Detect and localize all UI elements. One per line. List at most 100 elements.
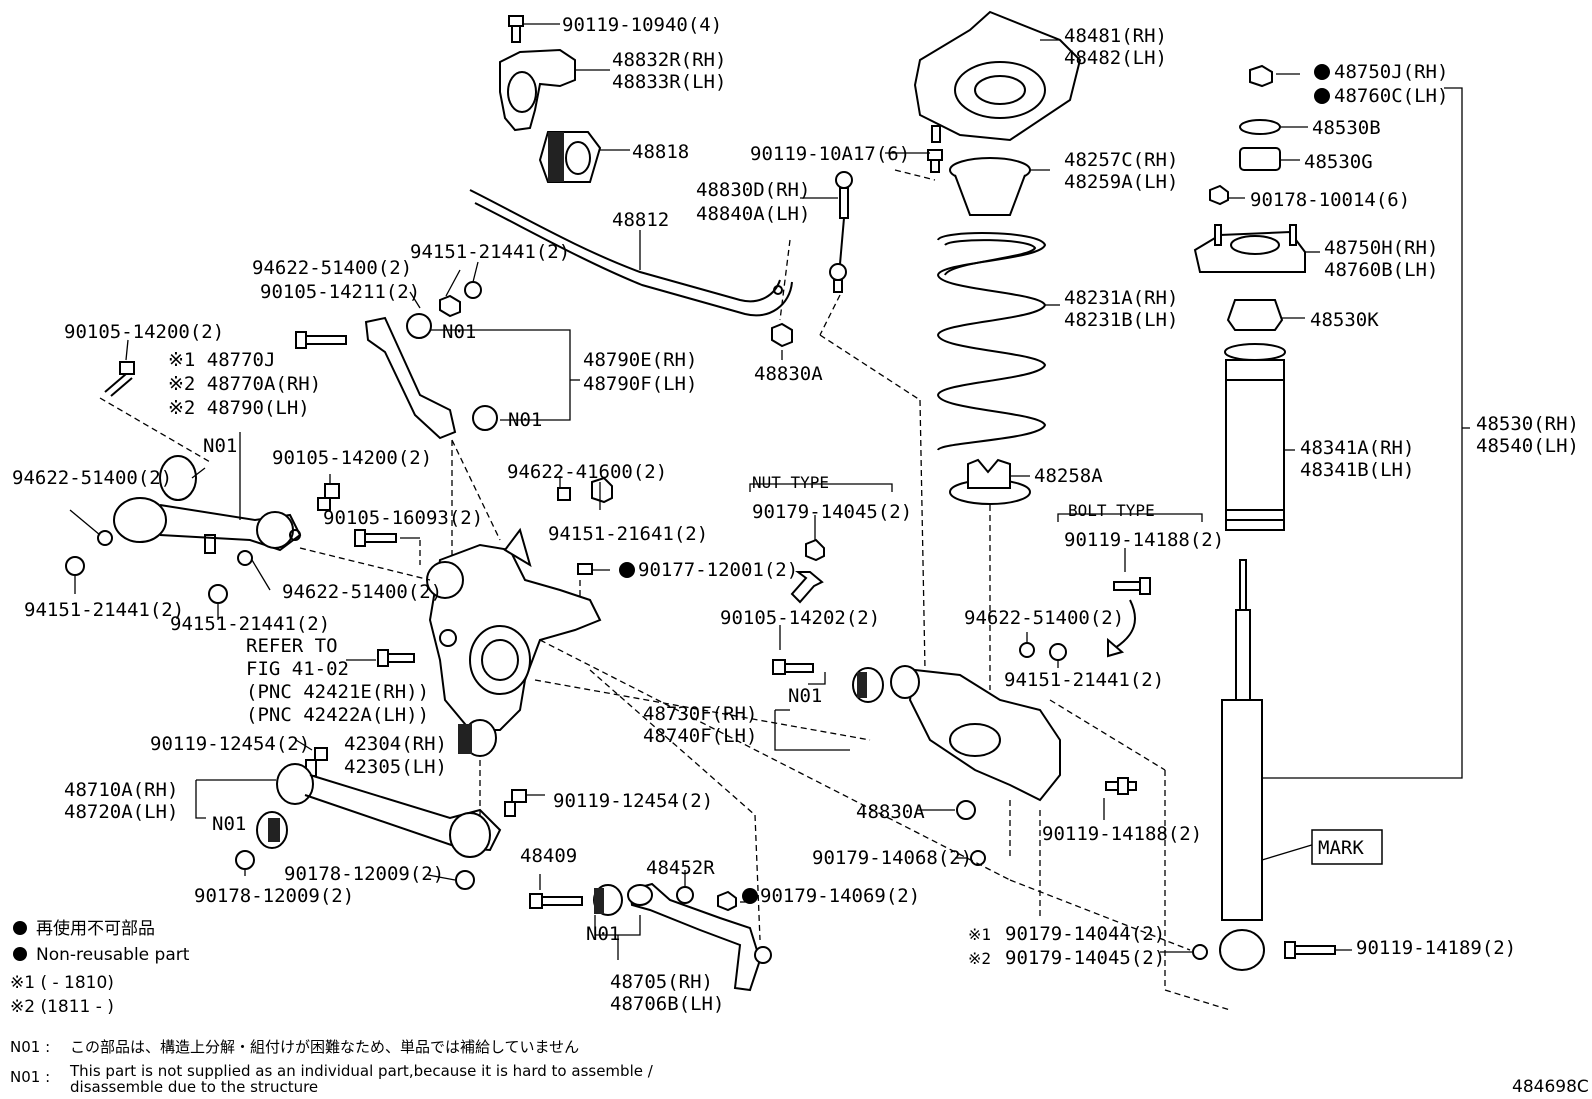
label: 90179-14045(2) bbox=[752, 501, 912, 523]
label: 48258A bbox=[1034, 465, 1103, 487]
knuckle-42304 bbox=[377, 476, 613, 757]
label: 94622-51400(2) bbox=[282, 581, 442, 603]
label: 90105-14202(2) bbox=[720, 607, 880, 629]
label: 48530G bbox=[1304, 151, 1373, 173]
label: 48710A(RH) bbox=[64, 779, 178, 801]
label: N01 bbox=[508, 409, 542, 431]
non-reusable-dot-icon bbox=[1314, 88, 1330, 104]
label: 48706B(LH) bbox=[610, 993, 724, 1015]
label: 48790F(LH) bbox=[583, 373, 697, 395]
part-drawings bbox=[65, 10, 1336, 992]
label: 48740F(LH) bbox=[643, 725, 757, 747]
label: 94151-21441(2) bbox=[24, 599, 184, 621]
label: 48760B(LH) bbox=[1324, 259, 1438, 281]
non-reusable-dot-icon bbox=[1314, 64, 1330, 80]
dust-boot-48341a bbox=[1225, 359, 1285, 531]
label: 48760C(LH) bbox=[1334, 85, 1448, 107]
label: 48530K bbox=[1310, 309, 1379, 331]
non-reusable-dot-icon bbox=[742, 888, 758, 904]
label: NUT TYPE bbox=[752, 473, 829, 492]
arrow-down-icon bbox=[790, 571, 824, 604]
upper-support-48481 bbox=[913, 10, 1082, 173]
label: 90179-14069(2) bbox=[760, 885, 920, 907]
note-en-1: This part is not supplied as an individu… bbox=[69, 1062, 654, 1080]
lower-link-48770j bbox=[65, 455, 397, 604]
bolt-90119-10940 bbox=[508, 15, 524, 43]
label: N01 bbox=[586, 923, 620, 945]
note-label: N01 : bbox=[10, 1068, 50, 1086]
spring-insulator-48258a bbox=[949, 458, 1031, 505]
label: 90105-14211(2) bbox=[260, 281, 420, 303]
label: N01 bbox=[203, 435, 237, 457]
nut-48830a-top bbox=[771, 322, 793, 348]
coil-spring-48231a bbox=[936, 232, 1047, 451]
label: 48482(LH) bbox=[1064, 47, 1167, 69]
label: 48231A(RH) bbox=[1064, 287, 1178, 309]
label: 48720A(LH) bbox=[64, 801, 178, 823]
label: ※2 bbox=[968, 949, 991, 968]
label: FIG 41-02 bbox=[246, 658, 349, 680]
legend-s2: ※2 (1811 - ) bbox=[10, 997, 114, 1017]
bolt-left-top bbox=[104, 361, 135, 397]
label: REFER TO bbox=[246, 635, 338, 657]
label: 94622-41600(2) bbox=[507, 461, 667, 483]
label: 48830D(RH) bbox=[696, 179, 810, 201]
note-jp: この部品は、構造上分解・組付けが困難なため、単品では補給していません bbox=[70, 1038, 579, 1056]
label: 48833R(LH) bbox=[612, 71, 726, 93]
legend-s1: ※1 ( - 1810) bbox=[10, 973, 114, 993]
non-reusable-marks bbox=[619, 64, 1330, 904]
part-labels: 90119-10940(4) 48832R(RH) 48833R(LH) 488… bbox=[12, 14, 1579, 1015]
label: 48705(RH) bbox=[610, 971, 713, 993]
stabilizer-bushing-48818 bbox=[538, 131, 602, 183]
label: 48231B(LH) bbox=[1064, 309, 1178, 331]
label: ※1 bbox=[968, 925, 991, 944]
label: N01 bbox=[212, 813, 246, 835]
label: 90179-14068(2) bbox=[812, 847, 972, 869]
arrow-curve-head-icon bbox=[1107, 637, 1125, 658]
label: ※2 48770A(RH) bbox=[168, 373, 321, 395]
label: 48750H(RH) bbox=[1324, 237, 1438, 259]
label: 90119-14188(2) bbox=[1042, 823, 1202, 845]
legend: 再使用不可部品 Non-reusable part ※1 ( - 1810) ※… bbox=[10, 918, 190, 1017]
label: 90105-14200(2) bbox=[272, 447, 432, 469]
label: 48840A(LH) bbox=[696, 203, 810, 225]
legend-dot-icon bbox=[13, 947, 27, 961]
label: 48259A(LH) bbox=[1064, 171, 1178, 193]
label: 48540(LH) bbox=[1476, 435, 1579, 457]
shock-top-parts bbox=[1193, 64, 1306, 361]
footnotes: N01 : この部品は、構造上分解・組付けが困難なため、単品では補給していません… bbox=[10, 1038, 1589, 1097]
mark-box bbox=[1311, 829, 1383, 865]
label: 94622-51400(2) bbox=[12, 467, 172, 489]
arrow-curve-icon bbox=[1114, 599, 1136, 649]
label: 90177-12001(2) bbox=[638, 559, 798, 581]
label: 94151-21441(2) bbox=[170, 613, 330, 635]
label: N01 bbox=[788, 685, 822, 707]
label: 90105-14200(2) bbox=[64, 321, 224, 343]
label: 90105-16093(2) bbox=[323, 507, 483, 529]
upper-arm-48790e bbox=[295, 281, 498, 440]
label: 48750J(RH) bbox=[1334, 61, 1448, 83]
spring-seat-48257c bbox=[949, 157, 1031, 216]
label: 90179-14044(2) bbox=[1005, 923, 1165, 945]
label: (PNC 42422A(LH)) bbox=[246, 704, 429, 726]
legend-jp: 再使用不可部品 bbox=[36, 918, 155, 939]
label: 48830A bbox=[754, 363, 823, 385]
label: 48530(RH) bbox=[1476, 413, 1579, 435]
label: 48730F(RH) bbox=[643, 703, 757, 725]
toe-link-48705 bbox=[529, 882, 772, 992]
label: 90119-10940(4) bbox=[562, 14, 722, 36]
lower-arm-48710a bbox=[235, 747, 527, 890]
label: 48832R(RH) bbox=[612, 49, 726, 71]
label: ※2 48790(LH) bbox=[168, 397, 310, 419]
label: 48409 bbox=[520, 845, 577, 867]
label: 90119-10A17(6) bbox=[750, 143, 910, 165]
label: 94622-51400(2) bbox=[964, 607, 1124, 629]
label: 42305(LH) bbox=[344, 756, 447, 778]
lower-arm-48730f bbox=[772, 538, 1151, 866]
label: 90179-14045(2) bbox=[1005, 947, 1165, 969]
label: 48790E(RH) bbox=[583, 349, 697, 371]
label: 48257C(RH) bbox=[1064, 149, 1178, 171]
figure-id: 484698C bbox=[1512, 1077, 1589, 1097]
label: 48818 bbox=[632, 141, 689, 163]
